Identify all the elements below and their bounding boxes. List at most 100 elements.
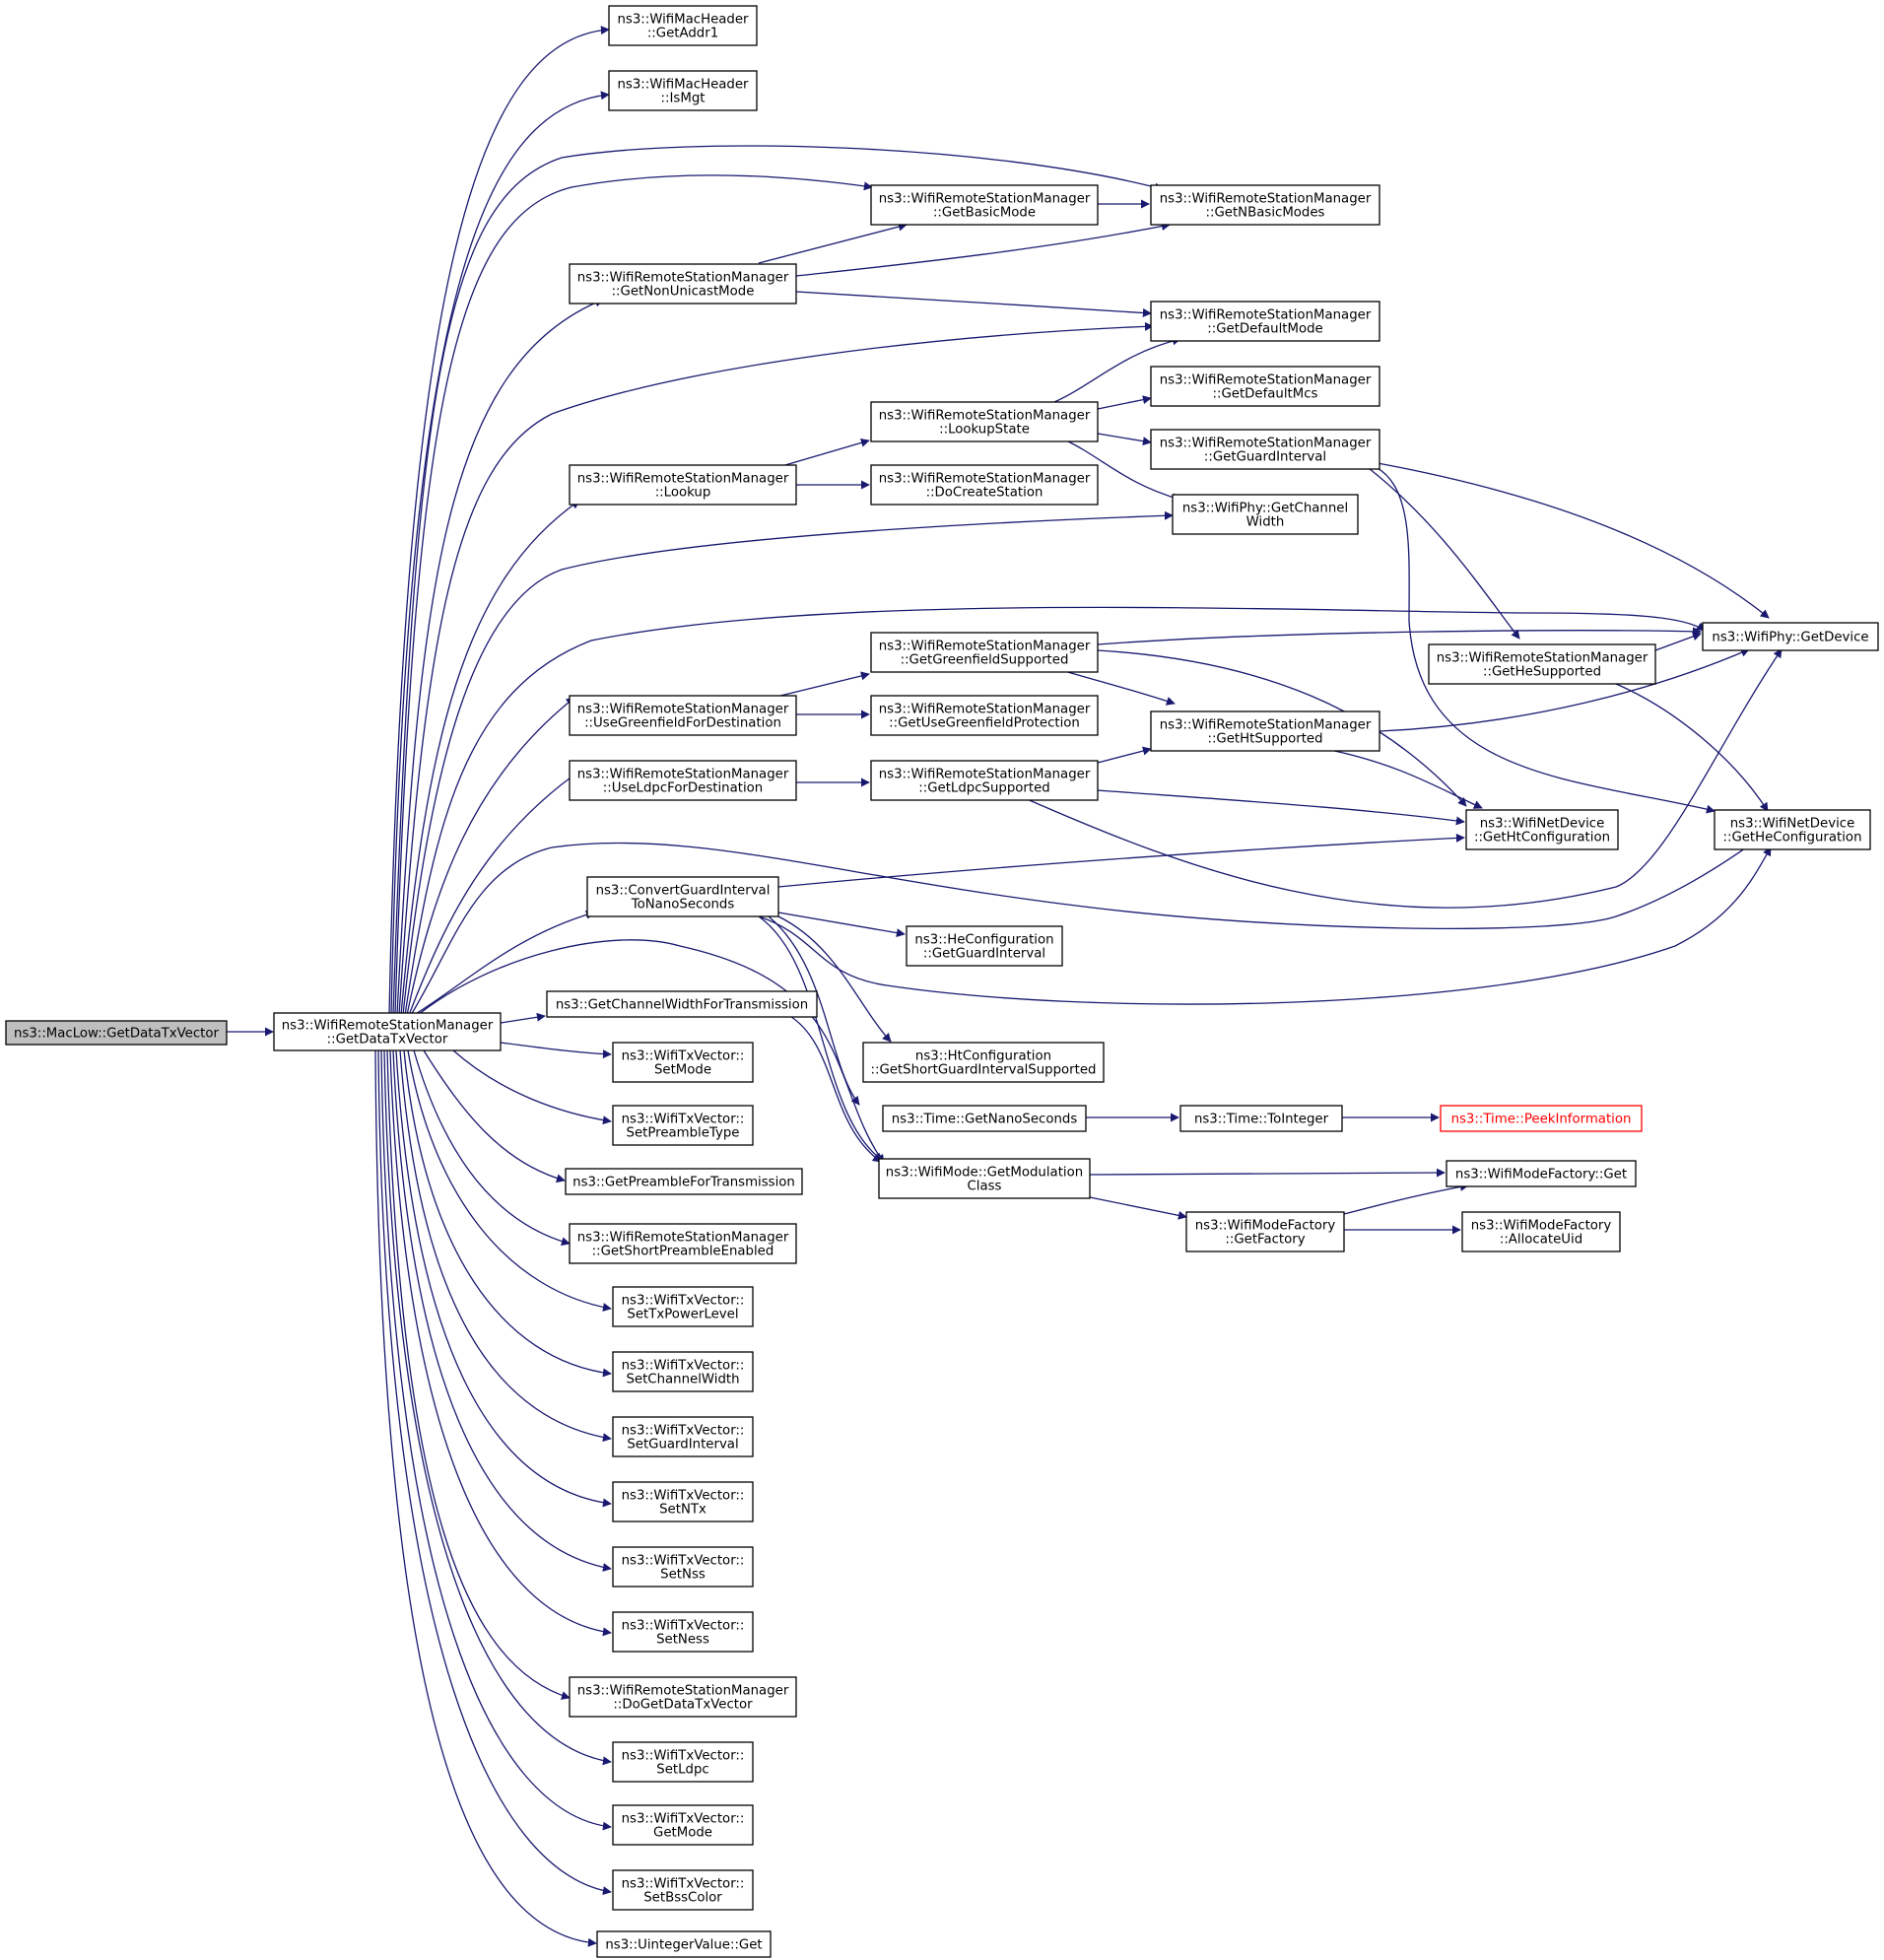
node-setchanw[interactable]: ns3::WifiTxVector::SetChannelWidth xyxy=(612,1351,754,1392)
node-setntx[interactable]: ns3::WifiTxVector::SetNTx xyxy=(612,1481,754,1522)
edge-getdatatx-to-nonunicast xyxy=(396,298,604,1016)
node-box xyxy=(569,1223,797,1264)
node-getdevice[interactable]: ns3::WifiPhy::GetDevice xyxy=(1702,622,1879,651)
node-label-line: ::GetGreenfieldSupported xyxy=(901,653,1069,668)
edge-lookupstate-to-defmode xyxy=(1053,336,1181,403)
node-setmode[interactable]: ns3::WifiTxVector::SetMode xyxy=(612,1042,754,1083)
node-maclow[interactable]: ns3::MacLow::GetDataTxVector xyxy=(5,1020,228,1046)
node-box xyxy=(882,1105,1087,1132)
node-label-line: ns3::WifiTxVector:: xyxy=(622,1554,745,1569)
node-usegreen[interactable]: ns3::WifiRemoteStationManager::UseGreenf… xyxy=(569,695,797,736)
node-greenprot[interactable]: ns3::WifiRemoteStationManager::GetUseGre… xyxy=(870,695,1099,736)
edge-getdatatx-to-setldpc xyxy=(383,1049,612,1766)
node-label-line: ::GetDefaultMcs xyxy=(1213,387,1318,402)
node-box xyxy=(608,70,758,111)
node-addr1[interactable]: ns3::WifiMacHeader::GetAddr1 xyxy=(608,5,758,46)
node-box xyxy=(612,1481,754,1522)
node-label-line: ns3::GetPreambleForTransmission xyxy=(572,1176,795,1190)
node-htsupp[interactable]: ns3::WifiRemoteStationManager::GetHtSupp… xyxy=(1150,710,1380,752)
node-basicmode[interactable]: ns3::WifiRemoteStationManager::GetBasicM… xyxy=(870,184,1099,226)
node-setbss[interactable]: ns3::WifiTxVector::SetBssColor xyxy=(612,1869,754,1911)
node-mfget[interactable]: ns3::WifiModeFactory::Get xyxy=(1446,1160,1637,1187)
edge-getdatatx-to-settxpower xyxy=(407,1049,612,1312)
node-setpreamble[interactable]: ns3::WifiTxVector::SetPreambleType xyxy=(612,1105,754,1146)
edge-nonunicast-to-basicmode xyxy=(758,222,908,264)
node-shortpre[interactable]: ns3::WifiRemoteStationManager::GetShortP… xyxy=(569,1223,797,1264)
node-box xyxy=(546,990,818,1018)
node-label-line: ns3::WifiModeFactory::Get xyxy=(1455,1168,1627,1183)
node-label-line: ns3::MacLow::GetDataTxVector xyxy=(14,1027,219,1042)
edge-getdatatx-to-setnss xyxy=(392,1049,612,1572)
node-nonunicast[interactable]: ns3::WifiRemoteStationManager::GetNonUni… xyxy=(569,263,797,304)
edge-getdatatx-to-lookup xyxy=(400,500,580,1016)
node-getfactory[interactable]: ns3::WifiModeFactory::GetFactory xyxy=(1185,1211,1345,1252)
node-label-line: ::AllocateUid xyxy=(1500,1233,1582,1248)
node-setguard[interactable]: ns3::WifiTxVector::SetGuardInterval xyxy=(612,1416,754,1457)
node-nbasic[interactable]: ns3::WifiRemoteStationManager::GetNBasic… xyxy=(1150,184,1380,226)
node-heguard[interactable]: ns3::HeConfiguration::GetGuardInterval xyxy=(906,925,1063,967)
node-chanwtx[interactable]: ns3::GetChannelWidthForTransmission xyxy=(546,990,818,1018)
node-guard[interactable]: ns3::WifiRemoteStationManager::GetGuardI… xyxy=(1150,429,1380,470)
node-getpreamble[interactable]: ns3::GetPreambleForTransmission xyxy=(565,1168,803,1195)
edge-lookupstate-to-chanwidth xyxy=(1063,439,1181,503)
node-uintget[interactable]: ns3::UintegerValue::Get xyxy=(596,1930,772,1958)
node-defmode[interactable]: ns3::WifiRemoteStationManager::GetDefaul… xyxy=(1150,301,1380,342)
edge-getdatatx-to-modclass xyxy=(417,939,885,1164)
node-setnss[interactable]: ns3::WifiTxVector::SetNss xyxy=(612,1546,754,1588)
node-label-line: SetPreambleType xyxy=(627,1126,740,1141)
node-dogetdata[interactable]: ns3::WifiRemoteStationManager::DoGetData… xyxy=(569,1676,797,1718)
edge-getdatatx-to-getpreamble xyxy=(423,1049,566,1183)
node-getmode[interactable]: ns3::WifiTxVector::GetMode xyxy=(612,1804,754,1846)
node-box xyxy=(273,1012,502,1051)
node-heconf[interactable]: ns3::WifiNetDevice::GetHeConfiguration xyxy=(1714,809,1871,850)
node-setldpc[interactable]: ns3::WifiTxVector::SetLdpc xyxy=(612,1741,754,1783)
node-docreate[interactable]: ns3::WifiRemoteStationManager::DoCreateS… xyxy=(870,464,1099,506)
node-tointeger[interactable]: ns3::Time::ToInteger xyxy=(1179,1105,1343,1132)
node-peekinfo[interactable]: ns3::Time::PeekInformation xyxy=(1440,1105,1643,1132)
node-box xyxy=(1461,1211,1621,1252)
node-shortgi[interactable]: ns3::HtConfiguration::GetShortGuardInter… xyxy=(862,1042,1105,1083)
node-label-line: ns3::WifiRemoteStationManager xyxy=(1160,308,1372,323)
edge-getdatatx-to-uintget xyxy=(374,1049,597,1947)
node-label-line: ns3::WifiRemoteStationManager xyxy=(879,472,1091,487)
node-label-line: ns3::ConvertGuardInterval xyxy=(596,884,771,899)
edge-getdatatx-to-setntx xyxy=(395,1049,612,1508)
node-box xyxy=(612,1741,754,1783)
node-defmcs[interactable]: ns3::WifiRemoteStationManager::GetDefaul… xyxy=(1150,366,1380,407)
node-label-line: ::GetGuardInterval xyxy=(1204,450,1326,465)
node-settxpower[interactable]: ns3::WifiTxVector::SetTxPowerLevel xyxy=(612,1286,754,1327)
node-useldpc[interactable]: ns3::WifiRemoteStationManager::UseLdpcFo… xyxy=(569,760,797,801)
node-allocuid[interactable]: ns3::WifiModeFactory::AllocateUid xyxy=(1461,1211,1621,1252)
node-label-line: ns3::WifiRemoteStationManager xyxy=(1160,192,1372,207)
node-chanwidth[interactable]: ns3::WifiPhy::GetChannelWidth xyxy=(1172,494,1359,535)
node-htconf[interactable]: ns3::WifiNetDevice::GetHtConfiguration xyxy=(1465,809,1619,850)
edge-getdatatx-to-setbss xyxy=(377,1049,612,1896)
node-ismgt[interactable]: ns3::WifiMacHeader::IsMgt xyxy=(608,70,758,111)
node-label-line: ns3::WifiRemoteStationManager xyxy=(879,409,1091,424)
node-lookup[interactable]: ns3::WifiRemoteStationManager::Lookup xyxy=(569,464,797,506)
node-box xyxy=(5,1020,228,1046)
node-box xyxy=(1465,809,1619,850)
edge-convgi-to-nanosec xyxy=(768,915,860,1106)
node-box xyxy=(586,876,779,917)
edge-getdatatx-to-chanwtx xyxy=(500,1012,546,1024)
node-hesupp[interactable]: ns3::WifiRemoteStationManager::GetHeSupp… xyxy=(1428,643,1656,685)
edge-convgi-to-heguard xyxy=(777,912,906,938)
node-label-line: ns3::WifiRemoteStationManager xyxy=(879,192,1091,207)
node-label-line: ::GetShortGuardIntervalSupported xyxy=(870,1063,1096,1078)
node-setness[interactable]: ns3::WifiTxVector::SetNess xyxy=(612,1611,754,1653)
node-ldpcsupp[interactable]: ns3::WifiRemoteStationManager::GetLdpcSu… xyxy=(870,760,1099,801)
edge-htsupp-to-htconf xyxy=(1324,748,1483,809)
edge-guard-to-getdevice xyxy=(1377,462,1770,619)
node-lookupstate[interactable]: ns3::WifiRemoteStationManager::LookupSta… xyxy=(870,401,1099,442)
node-greenfield[interactable]: ns3::WifiRemoteStationManager::GetGreenf… xyxy=(870,632,1099,673)
node-label-line: ::DoGetDataTxVector xyxy=(613,1698,753,1713)
node-box xyxy=(612,1286,754,1327)
node-getdatatx[interactable]: ns3::WifiRemoteStationManager::GetDataTx… xyxy=(273,1012,502,1051)
node-nanosec[interactable]: ns3::Time::GetNanoSeconds xyxy=(882,1105,1087,1132)
node-label-line: ::GetDataTxVector xyxy=(327,1033,448,1048)
node-box xyxy=(1714,809,1871,850)
node-label-line: ns3::WifiRemoteStationManager xyxy=(879,640,1091,654)
